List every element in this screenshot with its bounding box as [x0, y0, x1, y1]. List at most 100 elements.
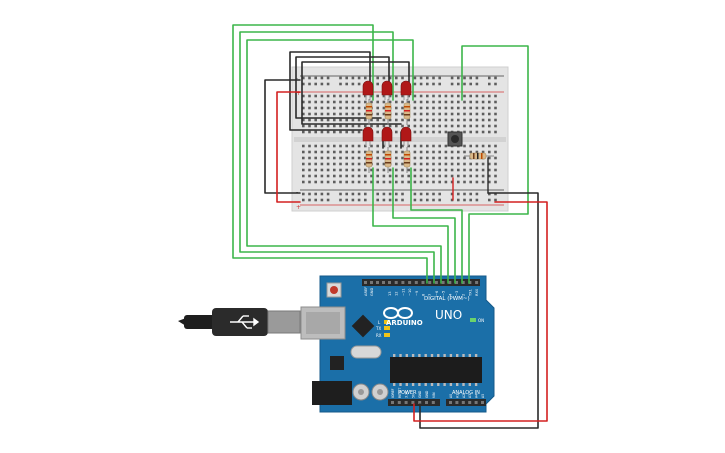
breadboard-hole[interactable] [413, 76, 417, 80]
breadboard-hole[interactable] [345, 112, 348, 116]
breadboard-hole[interactable] [395, 106, 398, 110]
breadboard-hole[interactable] [308, 130, 311, 134]
breadboard-hole[interactable] [382, 118, 386, 122]
header-pin[interactable] [370, 281, 373, 284]
breadboard-hole[interactable] [302, 180, 305, 184]
breadboard-hole[interactable] [457, 124, 460, 128]
breadboard-hole[interactable] [382, 198, 386, 202]
breadboard-hole[interactable] [426, 174, 429, 178]
breadboard-hole[interactable] [407, 118, 410, 122]
breadboard-hole[interactable] [475, 150, 479, 154]
breadboard-hole[interactable] [450, 150, 454, 154]
breadboard-hole[interactable] [357, 82, 361, 86]
breadboard-hole[interactable] [308, 94, 311, 98]
breadboard-hole[interactable] [419, 144, 423, 148]
breadboard-hole[interactable] [450, 162, 454, 166]
breadboard-hole[interactable] [314, 112, 317, 116]
breadboard-hole[interactable] [364, 180, 367, 184]
usb-cable[interactable] [178, 308, 301, 336]
wire-red[interactable] [413, 201, 548, 422]
digital-pin[interactable] [434, 281, 438, 284]
breadboard-hole[interactable] [432, 192, 435, 196]
breadboard-hole[interactable] [351, 124, 355, 128]
breadboard-hole[interactable] [463, 180, 466, 184]
breadboard-hole[interactable] [326, 76, 330, 80]
breadboard-hole[interactable] [308, 198, 311, 202]
wire-green[interactable] [246, 39, 442, 284]
breadboard-hole[interactable] [463, 76, 466, 80]
breadboard-hole[interactable] [376, 100, 379, 104]
breadboard-hole[interactable] [457, 94, 460, 98]
breadboard-hole[interactable] [345, 100, 348, 104]
breadboard-hole[interactable] [419, 130, 423, 134]
breadboard-hole[interactable] [302, 130, 305, 134]
breadboard-hole[interactable] [475, 106, 479, 110]
breadboard-hole[interactable] [364, 124, 367, 128]
breadboard-hole[interactable] [463, 144, 466, 148]
breadboard-hole[interactable] [320, 76, 324, 80]
breadboard-hole[interactable] [395, 168, 398, 172]
breadboard-hole[interactable] [320, 180, 324, 184]
breadboard-hole[interactable] [444, 162, 448, 166]
breadboard-hole[interactable] [401, 124, 404, 128]
breadboard-hole[interactable] [333, 144, 336, 148]
breadboard-hole[interactable] [450, 100, 454, 104]
breadboard-hole[interactable] [463, 118, 466, 122]
digital-pin[interactable] [421, 281, 425, 284]
breadboard-hole[interactable] [314, 156, 317, 160]
breadboard-hole[interactable] [432, 94, 435, 98]
breadboard-hole[interactable] [326, 192, 330, 196]
breadboard-hole[interactable] [413, 156, 417, 160]
breadboard-hole[interactable] [326, 180, 330, 184]
breadboard-hole[interactable] [320, 124, 324, 128]
breadboard-hole[interactable] [438, 168, 441, 172]
breadboard-hole[interactable] [388, 174, 392, 178]
breadboard-hole[interactable] [432, 112, 435, 116]
wire-green[interactable] [461, 45, 529, 284]
breadboard-hole[interactable] [432, 76, 435, 80]
breadboard-hole[interactable] [339, 130, 342, 134]
breadboard-hole[interactable] [469, 198, 472, 202]
breadboard-hole[interactable] [413, 150, 417, 154]
breadboard-hole[interactable] [302, 168, 305, 172]
breadboard-hole[interactable] [357, 156, 361, 160]
breadboard-hole[interactable] [494, 168, 497, 172]
breadboard-hole[interactable] [364, 156, 367, 160]
digital-pin[interactable] [428, 281, 432, 284]
breadboard-hole[interactable] [438, 94, 441, 98]
breadboard-hole[interactable] [419, 174, 423, 178]
breadboard-hole[interactable] [419, 198, 423, 202]
analog-pin[interactable] [455, 401, 459, 404]
breadboard-hole[interactable] [370, 118, 373, 122]
resistor[interactable] [403, 147, 411, 173]
breadboard-hole[interactable] [351, 100, 355, 104]
breadboard-hole[interactable] [370, 100, 373, 104]
breadboard-hole[interactable] [419, 168, 423, 172]
breadboard-hole[interactable] [376, 76, 379, 80]
breadboard-hole[interactable] [382, 162, 386, 166]
reset-button-cap[interactable] [330, 286, 338, 294]
breadboard-hole[interactable] [494, 106, 497, 110]
breadboard-hole[interactable] [370, 124, 373, 128]
breadboard-hole[interactable] [339, 156, 342, 160]
breadboard-hole[interactable] [364, 118, 367, 122]
breadboard-hole[interactable] [488, 162, 491, 166]
breadboard-hole[interactable] [457, 192, 460, 196]
breadboard-hole[interactable] [302, 106, 305, 110]
breadboard-hole[interactable] [426, 94, 429, 98]
resistor[interactable] [384, 147, 392, 173]
breadboard-hole[interactable] [494, 82, 497, 86]
breadboard-hole[interactable] [388, 118, 392, 122]
breadboard-hole[interactable] [395, 162, 398, 166]
breadboard-hole[interactable] [376, 94, 379, 98]
breadboard-hole[interactable] [351, 112, 355, 116]
digital-pin[interactable] [468, 281, 472, 284]
breadboard-hole[interactable] [326, 198, 330, 202]
breadboard-hole[interactable] [376, 156, 379, 160]
breadboard-hole[interactable] [308, 112, 311, 116]
breadboard-hole[interactable] [314, 106, 317, 110]
breadboard-hole[interactable] [339, 150, 342, 154]
breadboard-hole[interactable] [364, 162, 367, 166]
breadboard[interactable]: - + - + [291, 66, 509, 212]
breadboard-hole[interactable] [444, 144, 448, 148]
